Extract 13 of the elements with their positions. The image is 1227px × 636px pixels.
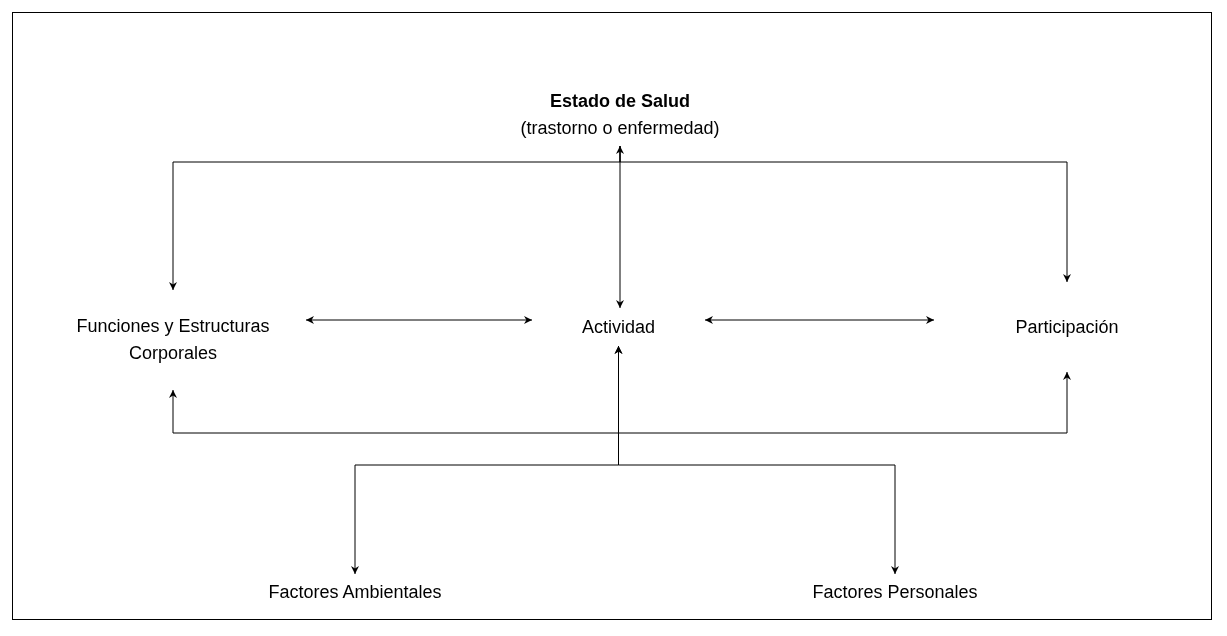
arrow: [169, 371, 1071, 434]
arrow: [305, 316, 533, 324]
arrow: [614, 345, 899, 575]
arrow: [704, 316, 935, 324]
node-heading: Estado de Salud: [550, 90, 690, 113]
arrow: [619, 145, 1071, 283]
node-label: Participación: [1015, 315, 1119, 339]
node-label: Factores Ambientales: [268, 580, 442, 604]
node-label: (trastorno o enfermedad): [520, 117, 720, 140]
node-label: Funciones y Estructuras Corporales: [75, 315, 271, 365]
arrow: [616, 145, 624, 309]
node-label: Actividad: [581, 315, 655, 339]
node-label: Factores Personales: [812, 580, 978, 604]
